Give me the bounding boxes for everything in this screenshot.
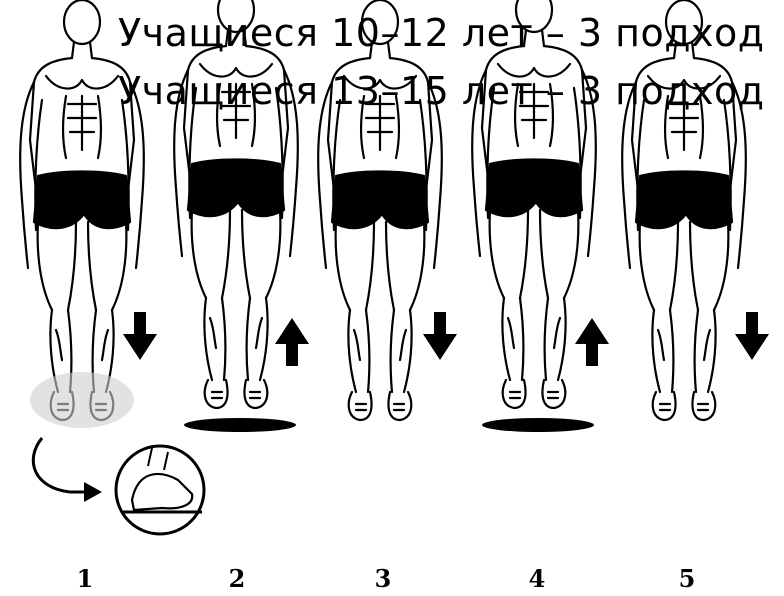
- athlete-figure-4: [472, 0, 596, 408]
- thighs: [640, 222, 729, 310]
- feet: [205, 380, 268, 408]
- athlete-figure-3: [318, 0, 442, 420]
- shorts: [636, 172, 732, 229]
- thighs: [336, 222, 425, 310]
- shoe-laces: [212, 392, 260, 398]
- shorts: [34, 172, 130, 229]
- caption-line-1: Учащиеся 10–12 лет – 3 подход: [118, 14, 764, 52]
- thighs: [192, 210, 281, 298]
- shoe-laces: [510, 392, 558, 398]
- figure-number-4: 4: [522, 564, 552, 593]
- chest: [46, 76, 118, 89]
- figure-number-3: 3: [368, 564, 398, 593]
- athlete-figure-1: [20, 0, 144, 420]
- shin-lines: [508, 318, 560, 348]
- shorts: [486, 160, 582, 217]
- floor-shadow-2: [184, 418, 296, 432]
- figure-number-1: 1: [70, 564, 100, 593]
- curved-arrow-head-icon: [84, 482, 102, 502]
- feet: [349, 392, 412, 420]
- arrow-up-icon-2: [275, 318, 309, 366]
- impact-blur: [30, 372, 134, 428]
- thighs: [38, 222, 127, 310]
- abs: [68, 96, 96, 150]
- feet: [653, 392, 716, 420]
- shorts: [188, 160, 284, 217]
- shin-lines: [56, 330, 108, 360]
- shorts: [332, 172, 428, 229]
- figure-number-2: 2: [222, 564, 252, 593]
- athlete-figure-2: [174, 0, 298, 408]
- head: [64, 0, 100, 44]
- shin-lines: [354, 330, 406, 360]
- arrow-up-icon-4: [575, 318, 609, 366]
- feet: [503, 380, 566, 408]
- shin-lines: [658, 330, 710, 360]
- caption-line-2: Учащиеся 13–15 лет – 3 подход: [118, 72, 764, 110]
- arrow-down-icon-5: [735, 312, 769, 360]
- thighs: [490, 210, 579, 298]
- athlete-figure-5: [622, 0, 746, 420]
- arrow-down-icon-1: [123, 312, 157, 360]
- arrow-down-icon-3: [423, 312, 457, 360]
- floor-shadow-4: [482, 418, 594, 432]
- curved-arrow: [33, 438, 90, 492]
- figure-number-5: 5: [672, 564, 702, 593]
- shoe-laces: [660, 404, 708, 410]
- shin-lines: [210, 318, 262, 348]
- inset-circle: [116, 446, 204, 534]
- shoe-laces: [356, 404, 404, 410]
